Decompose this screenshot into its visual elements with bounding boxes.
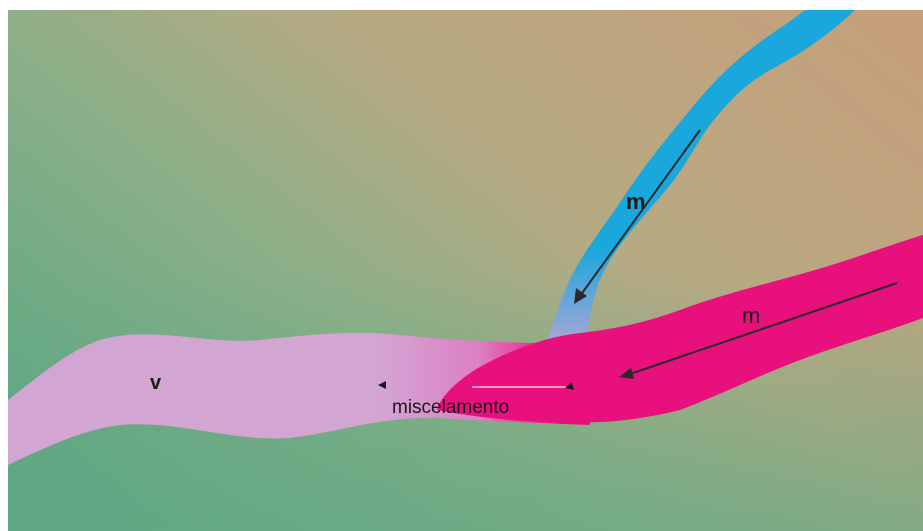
merged-stream	[8, 332, 590, 465]
mixing-marker-left	[378, 381, 386, 389]
pink-flow-arrow-line	[629, 282, 898, 375]
pink-flow-arrowhead	[619, 368, 634, 379]
mixing-zone-label: miscelamento	[392, 397, 509, 418]
blue-flow-arrow-line	[579, 129, 701, 297]
merged-stream-label: v	[150, 372, 162, 394]
background-shade	[8, 10, 923, 531]
pink-stream	[437, 235, 923, 423]
blue-flow-arrowhead	[574, 288, 587, 304]
blue-stream	[545, 10, 855, 345]
pink-stream-label: m	[742, 303, 760, 328]
blue-stream-label: m	[626, 189, 646, 214]
mixing-marker-right	[565, 382, 574, 390]
